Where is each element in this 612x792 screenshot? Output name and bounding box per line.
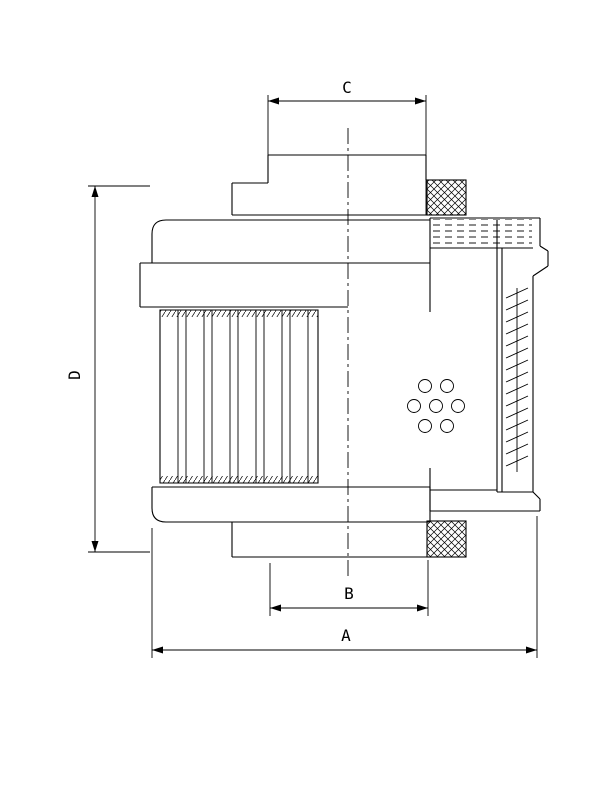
dim-label-d: D (65, 370, 84, 380)
crosshatch-seal-bottom (426, 520, 467, 558)
shell-bottom-outline (429, 487, 541, 512)
spring-hatch (505, 287, 529, 472)
shell-dashed-texture (431, 219, 532, 247)
dim-label-b: B (344, 584, 354, 603)
dimension-d: D (65, 185, 150, 553)
top-spigot-outline (231, 154, 427, 216)
dimension-a: A (151, 516, 538, 658)
shell-outline (429, 217, 549, 492)
arrow-right-icon (415, 97, 426, 105)
arrow-down-icon (91, 541, 99, 552)
dim-label-a: A (341, 626, 351, 645)
arrow-left-icon (270, 604, 281, 612)
upper-end-cap (139, 219, 430, 308)
dim-label-c: C (342, 78, 352, 97)
dimension-c: C (267, 78, 427, 215)
arrow-right-icon (417, 604, 428, 612)
part-outline (139, 154, 549, 558)
perforation-holes (407, 379, 465, 433)
lower-end-cap (151, 486, 431, 558)
crosshatch-seal-top (426, 179, 467, 216)
arrow-left-icon (268, 97, 279, 105)
arrow-left-icon (152, 646, 163, 654)
arrow-right-icon (526, 646, 537, 654)
dimension-b: B (269, 560, 429, 616)
arrow-up-icon (91, 186, 99, 197)
pleated-media (159, 309, 319, 484)
